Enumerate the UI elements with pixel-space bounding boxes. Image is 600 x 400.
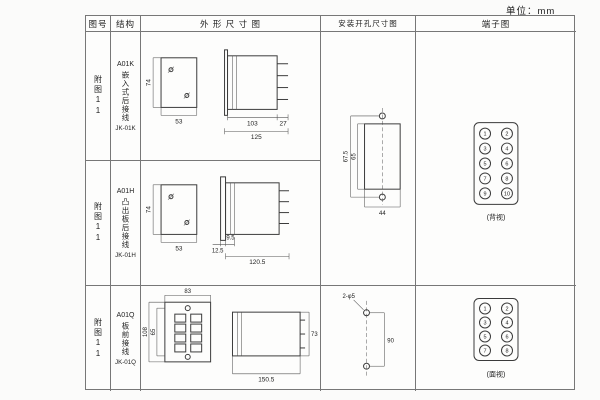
terminal-number: 8	[505, 349, 508, 355]
terminal-number: 6	[505, 335, 508, 341]
mounting-drawing-a01k-a01h: 67.5 65 44	[344, 108, 401, 217]
terminal-number: 7	[483, 349, 486, 355]
dim-tail-len: 27	[280, 120, 288, 127]
model-code: JK-01K	[115, 124, 136, 132]
dim-width: 53	[175, 245, 183, 252]
model-label: A01K	[116, 60, 135, 68]
model-label: A01Q	[116, 311, 135, 319]
outline-cell-a01q: 83 108 65 73	[141, 286, 321, 391]
header-fig-no: 图号	[86, 16, 111, 32]
screw-mark	[168, 67, 174, 73]
dim-height: 74	[146, 79, 153, 87]
header-terminal: 端子图	[416, 16, 576, 32]
dim-hole-span: 67.5	[344, 150, 350, 162]
view-label: (面视)	[487, 370, 506, 379]
terminal-diagram-front: 1 2 3 4 5 6 7 8 (面视)	[473, 298, 519, 379]
dim-cutout-h: 65	[352, 153, 358, 160]
terminal-block	[473, 298, 519, 361]
terminal-diagram-rear: 1 2 3 4 5 6 7 8 9 10 (背视)	[473, 122, 519, 221]
dim-gap: 9.5	[226, 235, 235, 241]
structure-desc: 嵌入式后接线	[121, 70, 130, 122]
terminal-number: 8	[505, 176, 508, 182]
terminal-number: 6	[505, 161, 508, 167]
dim-flange: 12.5	[212, 248, 224, 254]
terminal-number: 2	[505, 307, 508, 313]
outline-cell-a01k: 74 53 103 27 125	[141, 32, 321, 161]
terminal-number: 4	[505, 147, 508, 153]
dim-inner-height: 65	[151, 328, 157, 335]
terminal-cell-rear: 1 2 3 4 5 6 7 8 9 10 (背视)	[416, 32, 576, 286]
fig-no-a01k: 附图11	[86, 32, 111, 161]
side-body	[231, 311, 301, 357]
mounting-stud	[184, 353, 191, 360]
fig-no-a01h: 附图11	[86, 161, 111, 286]
header-structure: 结构	[111, 16, 141, 32]
terminal-cell-front: 1 2 3 4 5 6 7 8 (面视)	[416, 286, 576, 391]
structure-desc: 板前接线	[121, 321, 130, 356]
dim-outer-height: 108	[143, 326, 149, 337]
dim-width: 53	[175, 118, 183, 125]
dim-top-width: 83	[184, 289, 191, 295]
dim-body-len: 120.5	[249, 259, 266, 266]
side-body	[225, 182, 280, 235]
front-view-body	[164, 301, 212, 363]
terminal-number: 5	[483, 335, 486, 341]
mounting-cell-a01k-a01h: 67.5 65 44	[321, 32, 416, 286]
front-view-body	[160, 184, 198, 235]
fig-no-text: 附图11	[93, 317, 103, 360]
side-flange	[220, 176, 227, 241]
structure-desc: 凸出板后接线	[121, 197, 130, 249]
outline-drawing-a01k: 74 53 103 27 125	[146, 49, 289, 141]
outline-cell-a01h: 74 53 12.5 9.5 120.5	[141, 161, 321, 286]
terminal-number: 3	[483, 321, 486, 327]
header-outline: 外 形 尺 寸 图	[141, 16, 321, 32]
structure-a01h: A01H 凸出板后接线 JK-01H	[111, 161, 141, 286]
dim-body-len: 103	[247, 120, 258, 127]
terminal-number: 1	[483, 307, 486, 313]
terminal-number: 2	[505, 132, 508, 138]
terminal-number: 1	[484, 132, 487, 138]
terminal-number: 9	[484, 191, 487, 197]
screw-mark	[184, 93, 190, 98]
dim-depth: 150.5	[258, 377, 275, 384]
panel-cutout	[364, 123, 401, 190]
model-code: JK-01Q	[115, 358, 136, 366]
terminal-number: 5	[484, 161, 487, 167]
structure-a01k: A01K 嵌入式后接线 JK-01K	[111, 32, 141, 161]
terminal-number: 3	[484, 147, 487, 153]
hole-callout: 2-φ5	[343, 294, 356, 300]
dim-side-height: 73	[311, 332, 318, 338]
mounting-stud	[184, 305, 191, 312]
terminal-number: 4	[505, 321, 508, 327]
terminal-number: 7	[484, 176, 487, 182]
mounting-cell-a01q: 2-φ5 90	[321, 286, 416, 391]
mounting-drawing-a01q: 2-φ5 90	[343, 294, 395, 379]
structure-a01q: A01Q 板前接线 JK-01Q	[111, 286, 141, 391]
model-code: JK-01H	[115, 251, 136, 259]
dim-cutout-w: 44	[379, 211, 386, 217]
dim-hole-span: 90	[387, 338, 394, 344]
terminal-number: 10	[504, 191, 510, 197]
outline-drawing-a01q: 83 108 65 73	[143, 289, 318, 384]
model-label: A01H	[116, 187, 135, 195]
dim-height: 74	[146, 206, 153, 214]
header-mounting: 安装开孔尺寸图	[321, 16, 416, 32]
terminal-block	[473, 122, 519, 205]
unit-label: 单位：mm	[506, 6, 556, 17]
view-label: (背视)	[487, 212, 506, 221]
dim-total-len: 125	[251, 134, 262, 141]
outline-drawing-a01h: 74 53 12.5 9.5 120.5	[146, 176, 290, 266]
front-view-body	[160, 57, 198, 108]
fig-no-text: 附图11	[93, 202, 103, 244]
fig-no-a01q: 附图11	[86, 286, 111, 391]
spec-table: 图号 结构 外 形 尺 寸 图 安装开孔尺寸图 端子图 附图11 A01K 嵌入…	[85, 15, 576, 391]
side-body	[227, 55, 278, 110]
fig-no-text: 附图11	[93, 75, 103, 117]
